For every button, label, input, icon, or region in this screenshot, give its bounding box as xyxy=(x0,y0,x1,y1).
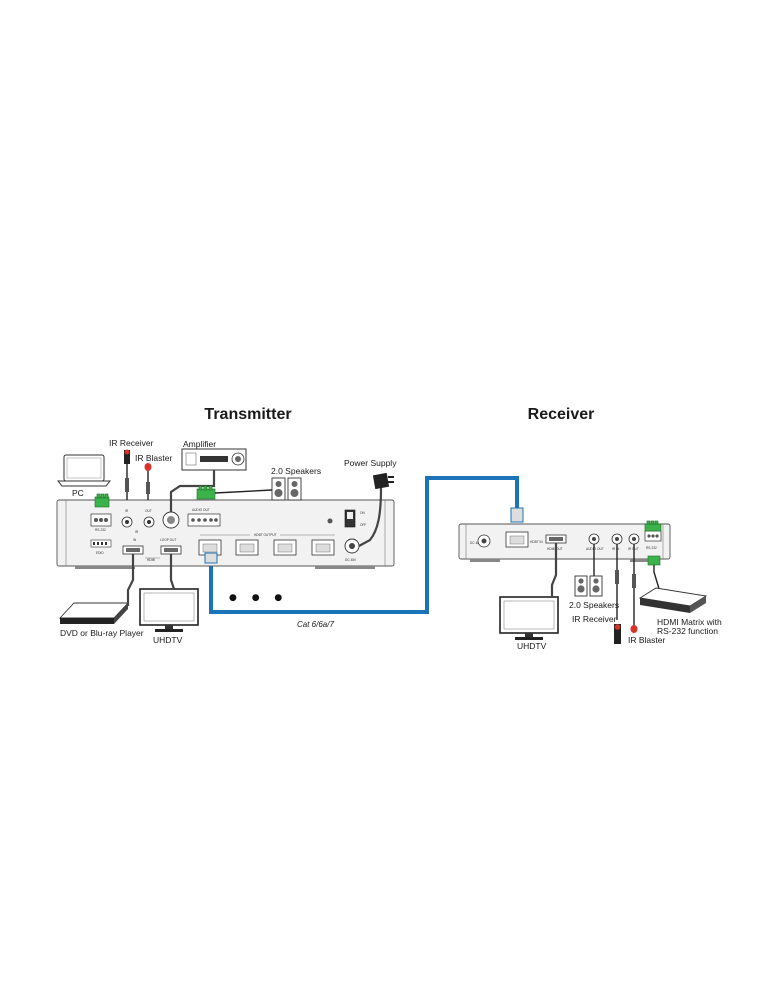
pc-label: PC xyxy=(72,488,84,498)
receiver-unit: DC 48V HDBT IN HDMI OUT AUDIO OUT IR IN … xyxy=(458,523,671,562)
rx-hdbt-in-label: HDBT IN xyxy=(530,540,543,544)
rx-ir-receiver-icon xyxy=(614,624,621,644)
hdmi-matrix-device xyxy=(638,587,708,613)
tx-hdmi-label: HDMI xyxy=(147,558,155,562)
rx-uhdtv-device xyxy=(499,596,559,640)
rx-uhdtv-label: UHDTV xyxy=(517,641,547,651)
tx-audio-out-label: AUDIO OUT xyxy=(192,508,210,512)
tx-edid-label: EDID xyxy=(96,551,104,555)
tx-uhdtv-label: UHDTV xyxy=(153,635,183,645)
tx-ir-out-label: OUT xyxy=(145,509,152,513)
tx-ir-blaster-label: IR Blaster xyxy=(135,453,172,463)
tx-uhdtv-device xyxy=(139,588,199,632)
tx-ir-receiver-icon xyxy=(124,450,130,464)
tx-dc-label: DC 48V xyxy=(345,558,357,562)
receiver-title: Receiver xyxy=(528,406,595,423)
power-supply-icon xyxy=(372,472,394,490)
rx-ir-receiver-label: IR Receiver xyxy=(572,614,617,624)
rx-rj45-plug xyxy=(510,507,524,523)
dvd-player-device xyxy=(58,602,130,624)
tx-speakers-label: 2.0 Speakers xyxy=(271,466,321,476)
rx-rs232-label: RS-232 xyxy=(646,546,657,550)
tx-rs232-green-terminal xyxy=(94,496,110,508)
power-supply-label: Power Supply xyxy=(344,458,397,468)
tx-hdbt-output-label: HDBT OUTPUT xyxy=(254,533,277,537)
rx-speakers-label: 2.0 Speakers xyxy=(569,600,619,610)
pc-device xyxy=(56,454,112,487)
cat-cable-label: Cat 6/6a/7 xyxy=(297,620,334,629)
amplifier-device xyxy=(181,448,247,471)
rx-ir-in-label: IR IN xyxy=(612,547,620,551)
rx-dc-label: DC 48V xyxy=(470,541,482,545)
dvd-label: DVD or Blu-ray Player xyxy=(60,628,144,638)
matrix-label-line1: HDMI Matrix with xyxy=(657,617,722,627)
tx-ir-blaster-icon xyxy=(144,463,152,471)
rx-rs232-green-terminal xyxy=(644,523,662,532)
tx-audio-green-terminal xyxy=(196,488,216,500)
tx-ir-label: IR xyxy=(135,530,139,534)
tx-rs232-label: RS-232 xyxy=(95,528,106,532)
rx-speakers-icon xyxy=(574,575,603,597)
tx-speakers-icon xyxy=(271,477,302,501)
amplifier-label: Amplifier xyxy=(183,439,216,449)
transmitter-title: Transmitter xyxy=(204,406,291,423)
rx-ir-blaster-label: IR Blaster xyxy=(628,635,665,645)
transmitter-unit: RS-232 IR OUT IR AUDIO OUT ON OFF EDID I… xyxy=(56,499,395,569)
tx-small-button[interactable] xyxy=(327,518,333,524)
ellipsis-icon: ● ● ● xyxy=(229,593,288,603)
tx-off-label: OFF xyxy=(360,523,366,527)
tx-rj45-plug xyxy=(204,552,218,564)
rx-audio-out-label: AUDIO OUT xyxy=(586,547,604,551)
cat-cable xyxy=(209,476,519,614)
rx-ir-blaster-icon xyxy=(630,625,638,633)
tx-on-label: ON xyxy=(360,511,365,515)
tx-hdmi-in-label: IN xyxy=(133,538,137,542)
tx-ir-in-label: IR xyxy=(125,509,129,513)
tx-ir-receiver-label: IR Receiver xyxy=(109,438,154,448)
tx-loop-out-label: LOOP OUT xyxy=(160,538,176,542)
matrix-label-line2: RS-232 function xyxy=(657,626,718,636)
